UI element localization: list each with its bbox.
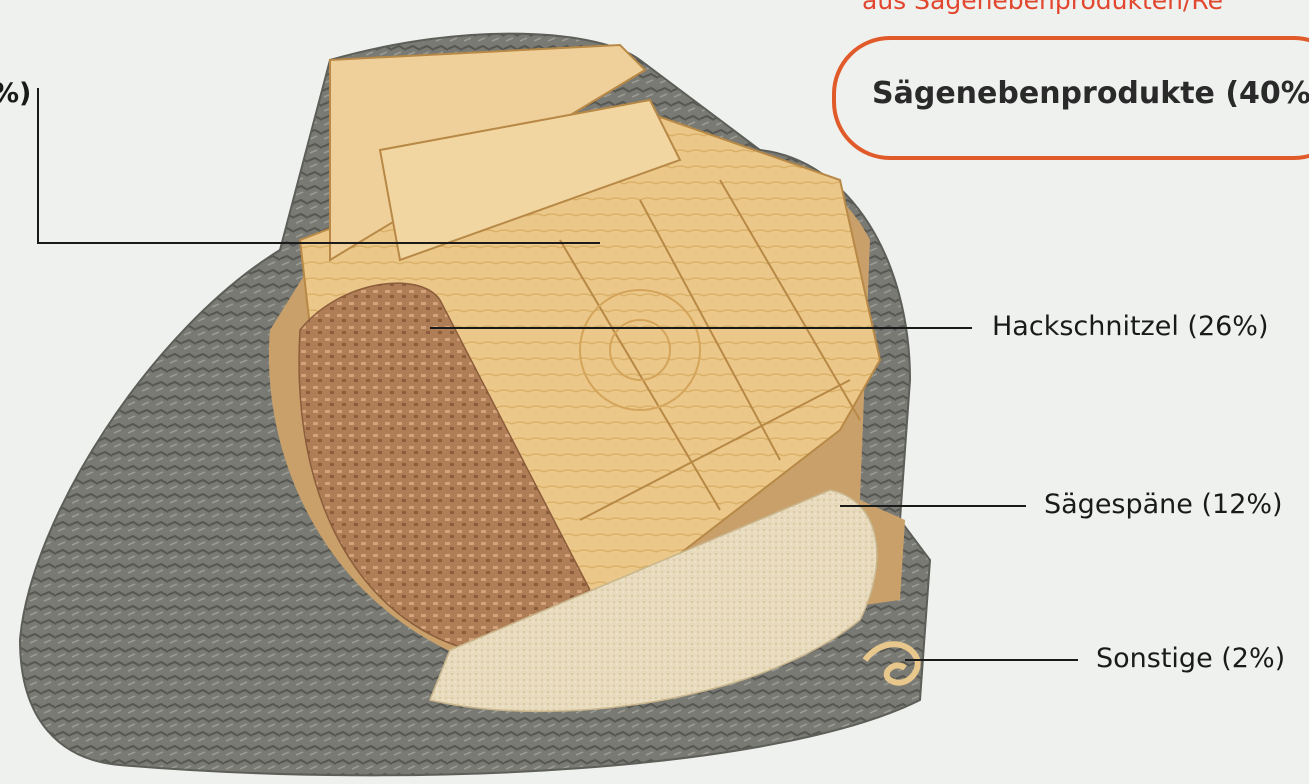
label-saegespaene: Sägespäne (12%) [1044,489,1283,520]
category-pill-label: Sägenebenprodukte (40%) [872,76,1309,111]
left-label: %) [0,78,31,109]
top-caption: aus Sägenebenprodukten/Re [862,0,1223,15]
label-sonstige: Sonstige (2%) [1096,643,1285,674]
label-hackschnitzel: Hackschnitzel (26%) [992,311,1269,342]
